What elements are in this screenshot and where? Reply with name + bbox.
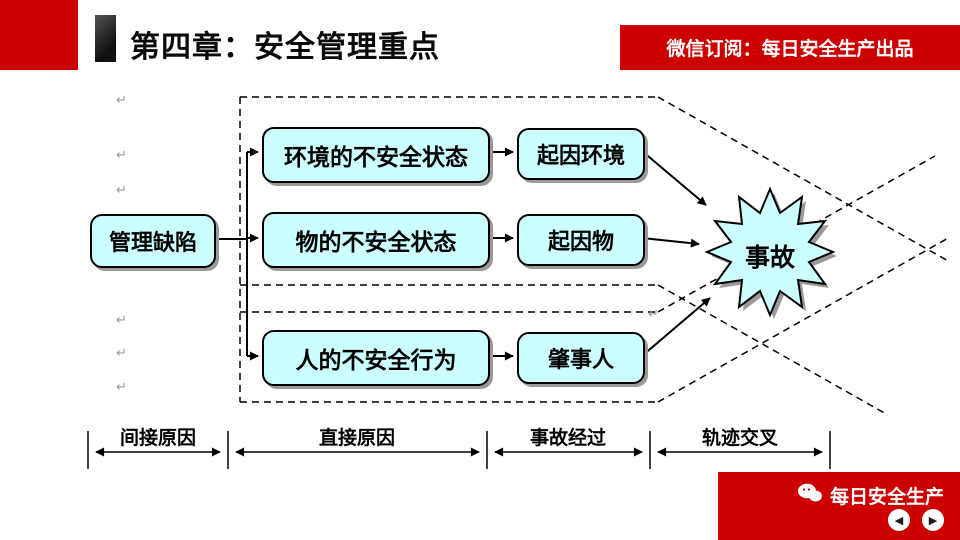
wechat-logo-icon (797, 483, 823, 509)
node-cause-environment: 起因环境 (517, 128, 645, 180)
title-accent-bar (95, 15, 116, 62)
paragraph-mark: ↵ (116, 345, 127, 360)
back-icon: ◀ (894, 514, 904, 527)
subscription-text: 微信订阅：每日安全生产出品 (666, 39, 914, 60)
axis-label-direct-cause: 直接原因 (318, 428, 395, 449)
footer-banner: 每日安全生产 ◀ ▶ (718, 472, 960, 540)
header-red-block (0, 0, 78, 70)
axis-label-trajectory-crossing: 轨迹交叉 (701, 428, 778, 449)
node-human-unsafe-behavior: 人的不安全行为 (262, 330, 490, 386)
node-accident-label: 事故 (744, 244, 795, 272)
node-environment-unsafe-state: 环境的不安全状态 (262, 127, 490, 183)
paragraph-mark: ↵ (116, 92, 127, 107)
node-cause-thing: 起因物 (517, 214, 645, 266)
paragraph-mark: ↵ (116, 312, 127, 327)
slide-nav: ◀ ▶ (888, 509, 944, 531)
forward-icon: ▶ (928, 514, 938, 527)
axis-label-accident-course: 事故经过 (529, 428, 606, 449)
paragraph-mark: ↵ (116, 379, 127, 394)
paragraph-mark: ↵ (116, 182, 127, 197)
node-management-defect: 管理缺陷 (90, 214, 216, 268)
footer-brand: 每日安全生产 (829, 487, 944, 508)
node-thing-unsafe-state: 物的不安全状态 (262, 212, 490, 268)
node-perpetrator: 肇事人 (517, 332, 645, 384)
paragraph-mark: ↵ (648, 306, 659, 321)
next-slide-button[interactable]: ▶ (922, 509, 944, 531)
subscription-banner: 微信订阅：每日安全生产出品 (620, 25, 960, 70)
page-title: 第四章：安全管理重点 (130, 31, 440, 64)
axis-label-indirect-cause: 间接原因 (119, 428, 196, 449)
footer-brand-row: 每日安全生产 (797, 482, 944, 509)
prev-slide-button[interactable]: ◀ (888, 509, 910, 531)
paragraph-mark: ↵ (116, 147, 127, 162)
